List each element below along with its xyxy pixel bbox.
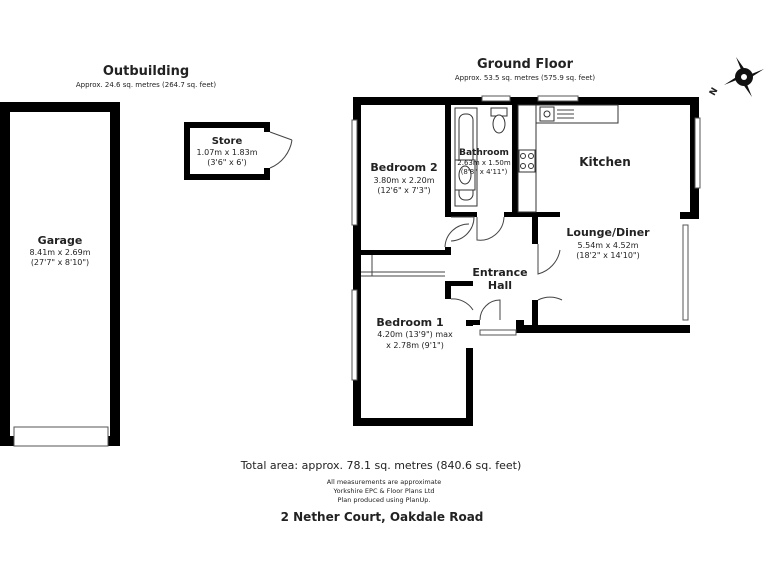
- kitchen-fixtures: [517, 104, 619, 213]
- outbuilding-area: Approx. 24.6 sq. metres (264.7 sq. feet): [76, 81, 217, 89]
- bathroom-dims-ft: (8'8" x 4'11"): [461, 168, 508, 176]
- store-name: Store: [212, 136, 243, 147]
- bathroom-fixtures: [454, 107, 508, 207]
- ground-floor-title: Ground Floor: [477, 57, 574, 72]
- bedroom1-dims-line1: 4.20m (13'9") max: [377, 330, 453, 339]
- garage: [0, 102, 120, 447]
- store: [184, 122, 293, 180]
- garage-door: [13, 426, 109, 447]
- lounge-dims-m: 5.54m x 4.52m: [577, 241, 638, 250]
- ground-floor-area: Approx. 53.5 sq. metres (575.9 sq. feet): [455, 74, 596, 82]
- property-address: 2 Nether Court, Oakdale Road: [281, 510, 484, 524]
- store-dims-ft: (3'6" x 6'): [207, 158, 246, 167]
- bedroom2-name: Bedroom 2: [370, 161, 437, 174]
- disclaimer-note: All measurements are approximate: [327, 478, 442, 486]
- outbuilding-title: Outbuilding: [103, 64, 189, 79]
- compass-icon: [724, 57, 764, 97]
- lounge-dims-ft: (18'2" x 14'10"): [576, 251, 639, 260]
- planup-note: Plan produced using PlanUp.: [338, 496, 431, 504]
- bedroom2-dims-ft: (12'6" x 7'3"): [377, 186, 430, 195]
- store-dims-m: 1.07m x 1.83m: [196, 148, 257, 157]
- bedroom1-dims-line2: x 2.78m (9'1"): [386, 341, 444, 350]
- garage-name: Garage: [38, 234, 83, 247]
- windows: [351, 95, 701, 381]
- garage-dims-m: 8.41m x 2.69m: [29, 248, 90, 257]
- entrance-hall-name-line1: Entrance: [472, 266, 527, 279]
- store-door: [269, 131, 293, 169]
- total-area: Total area: approx. 78.1 sq. metres (840…: [240, 459, 522, 472]
- bedroom2-dims-m: 3.80m x 2.20m: [373, 176, 434, 185]
- bathroom-dims-m: 2.63m x 1.50m: [457, 159, 511, 167]
- drainer-icon: [557, 109, 574, 119]
- bathroom-name: Bathroom: [459, 148, 509, 158]
- company-note: Yorkshire EPC & Floor Plans Ltd: [332, 487, 434, 495]
- hob-icon: [518, 149, 536, 173]
- kitchen-name: Kitchen: [579, 155, 631, 169]
- wardrobe: [361, 255, 445, 277]
- compass-north-label: N: [708, 86, 720, 98]
- entrance-hall-name-line2: Hall: [488, 279, 512, 292]
- lounge-name: Lounge/Diner: [566, 226, 650, 239]
- doors: [444, 216, 563, 321]
- garage-dims-ft: (27'7" x 8'10"): [31, 258, 89, 267]
- bedroom1-name: Bedroom 1: [376, 316, 443, 329]
